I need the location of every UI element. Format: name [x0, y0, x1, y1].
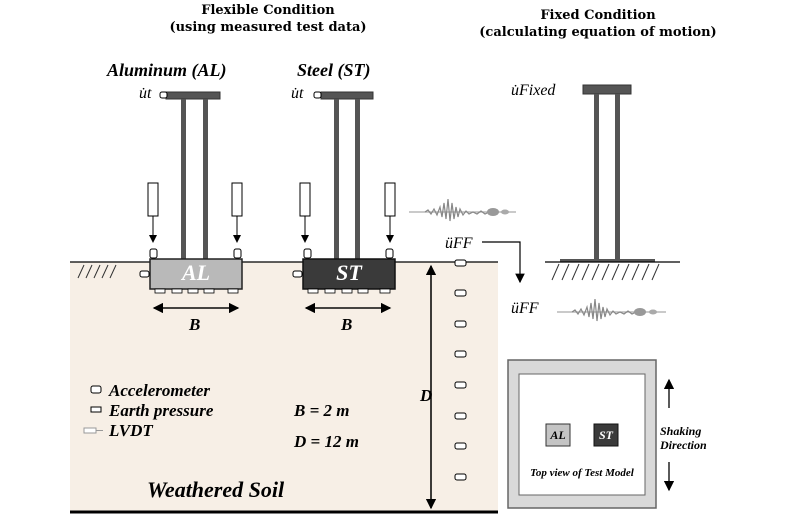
fixed-header-line2: (calculating equation of motion): [479, 25, 717, 40]
ff-connector-arrow: [482, 241, 525, 284]
top-view-al-label: AL: [550, 428, 566, 442]
al-column-left: [181, 99, 186, 259]
top-view-st-square: [593, 423, 619, 447]
flexible-condition-header: Flexible Condition (using measured test …: [148, 2, 388, 36]
top-view-al-square: [545, 423, 571, 447]
st-lvdt-right: [384, 182, 396, 217]
st-b-label: B: [341, 315, 353, 334]
u-ff-bottom-symbol: üFF: [511, 300, 539, 317]
soil-region: [70, 262, 498, 512]
lvdt-legend-icon: [83, 427, 97, 434]
st-lvdt-left: [299, 182, 311, 217]
st-top-accelerometer: [313, 91, 322, 99]
ut-st-symbol: u̇t: [291, 85, 304, 102]
st-foundation: [302, 258, 396, 290]
flexible-header-line2: (using measured test data): [169, 20, 367, 35]
top-view-caption: Top view of Test Model: [530, 467, 634, 479]
u-fixed-symbol: u̇Fixed: [511, 82, 556, 99]
shaking-label-line2: Direction: [660, 438, 707, 452]
legend-lvdt: LVDT: [109, 421, 153, 440]
st-column-left: [334, 99, 339, 259]
fixed-base-plate: [560, 259, 655, 262]
d-value: D = 12 m: [294, 432, 359, 451]
al-foundation-label: AL: [181, 260, 211, 285]
st-top-mass: [320, 91, 374, 100]
al-column-right: [203, 99, 208, 259]
st-column-right: [355, 99, 360, 259]
input-waveform: [409, 198, 516, 222]
fixed-input-waveform: [557, 298, 666, 322]
weathered-soil-label: Weathered Soil: [147, 477, 285, 502]
flexible-header-line1: Flexible Condition: [201, 3, 335, 18]
aluminum-model: [139, 91, 243, 314]
steel-title: Steel (ST): [297, 60, 371, 80]
u-ff-top-symbol: üFF: [445, 235, 473, 252]
fixed-model: [545, 84, 680, 281]
b-value: B = 2 m: [294, 401, 350, 420]
aluminum-title: Aluminum (AL): [107, 60, 227, 80]
al-top-mass: [165, 91, 221, 100]
al-top-accelerometer: [159, 91, 168, 99]
fixed-top-mass: [582, 84, 632, 95]
legend-icons: [83, 385, 103, 434]
fixed-header-line1: Fixed Condition: [540, 8, 656, 23]
accelerometer-legend-icon: [90, 385, 102, 394]
ground-hatch-left: [77, 264, 117, 279]
free-field-accelerometers: [454, 259, 467, 481]
al-lvdt-left: [147, 182, 159, 217]
legend-accelerometer: Accelerometer: [109, 381, 211, 400]
al-lvdt-right: [231, 182, 243, 217]
fixed-condition-header: Fixed Condition (calculating equation of…: [468, 7, 728, 41]
top-view-box: [507, 359, 657, 509]
al-b-label: B: [189, 315, 201, 334]
shaking-direction-label: Shaking Direction: [660, 424, 707, 452]
shaking-label-line1: Shaking: [660, 424, 702, 438]
ut-al-symbol: u̇t: [139, 85, 152, 102]
legend-earth-pressure: Earth pressure: [109, 401, 214, 420]
top-view-st-label: ST: [598, 428, 613, 442]
earth-pressure-legend-icon: [90, 406, 102, 413]
d-label: D: [420, 386, 433, 405]
steel-model: [292, 91, 396, 314]
st-foundation-label: ST: [336, 260, 362, 285]
